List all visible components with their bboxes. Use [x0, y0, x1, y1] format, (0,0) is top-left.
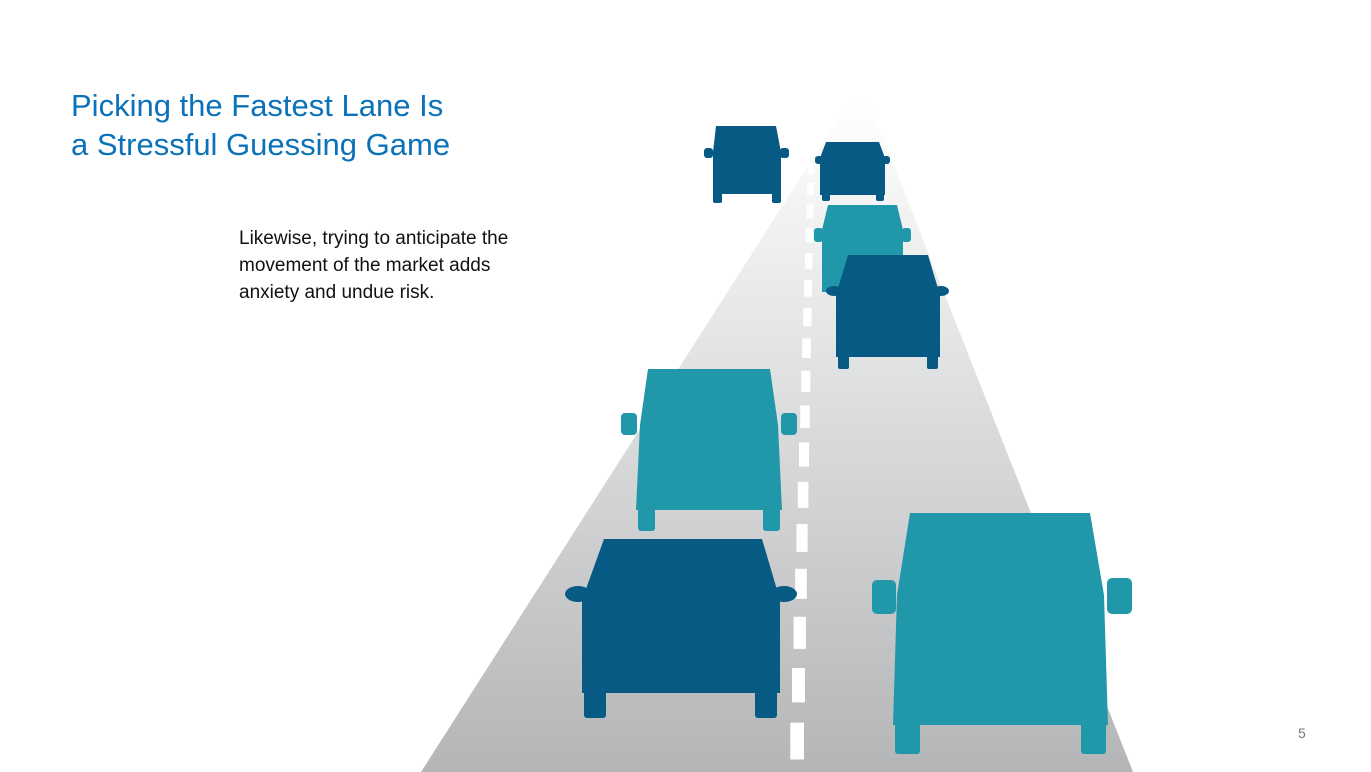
lane-dash: [808, 125, 815, 135]
lane-dash: [790, 722, 804, 760]
lane-dash: [796, 523, 808, 552]
lane-dash: [800, 405, 810, 428]
lane-dash: [805, 228, 813, 243]
lane-dash: [802, 338, 811, 358]
van-dark-far-left: [704, 126, 789, 203]
body-line-3: anxiety and undue risk.: [239, 282, 435, 303]
lane-dash: [806, 204, 814, 219]
lane-dash: [792, 668, 805, 703]
body-line-1: Likewise, trying to anticipate the: [239, 228, 509, 249]
van-light-left-mid: [621, 369, 797, 531]
lane-dash: [804, 279, 813, 297]
lane-dash: [799, 442, 810, 467]
lane-dash: [795, 568, 807, 599]
slide-body-text: Likewise, trying to anticipate the movem…: [239, 225, 559, 306]
slide-title-line-1: Picking the Fastest Lane Is: [71, 88, 444, 123]
lane-dash: [801, 370, 811, 392]
car-dark-left-near: [565, 539, 797, 718]
lane-dash: [808, 143, 815, 154]
car-dark-far-right: [815, 142, 890, 201]
lane-dash: [793, 616, 806, 649]
lane-dash: [797, 481, 809, 508]
slide-title: Picking the Fastest Lane Is a Stressful …: [71, 86, 450, 164]
slide-title-line-2: a Stressful Guessing Game: [71, 127, 451, 162]
lane-dash: [803, 308, 812, 327]
lane-dash: [807, 162, 815, 174]
car-dark-right-mid: [826, 255, 949, 369]
lane-divider-icon: [790, 125, 815, 760]
page-number: 5: [1298, 725, 1306, 741]
van-light-right-near: [872, 513, 1132, 754]
lane-dash: [804, 253, 813, 269]
lane-dash: [807, 182, 814, 196]
body-line-2: movement of the market adds: [239, 255, 491, 276]
